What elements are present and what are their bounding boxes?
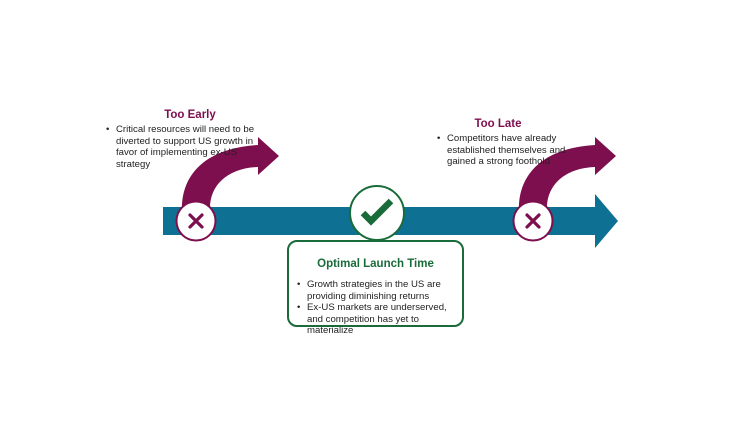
bullet-item: Ex-US markets are underserved, and compe… [296, 302, 462, 336]
x-mark-icon [525, 213, 541, 229]
bullet-item: Critical resources will need to be diver… [105, 124, 266, 170]
bullet-item: Growth strategies in the US are providin… [296, 279, 462, 302]
optimal-marker [349, 185, 405, 241]
optimal-bullets: Growth strategies in the US are providin… [296, 279, 462, 336]
too-late-bullets: Competitors have already established the… [436, 133, 566, 167]
too-early-title: Too Early [164, 109, 216, 121]
too-late-curved-arrow [519, 137, 616, 208]
optimal-launch-box: Optimal Launch Time Growth strategies in… [287, 240, 464, 336]
optimal-title: Optimal Launch Time [317, 258, 434, 270]
too-early-marker [175, 200, 217, 242]
too-late-title: Too Late [474, 118, 522, 130]
too-late-marker [512, 200, 554, 242]
too-early-callout: Too Early Critical resources will need t… [105, 109, 275, 170]
bullet-item: Competitors have already established the… [436, 133, 566, 167]
checkmark-icon [360, 198, 394, 226]
x-mark-icon [188, 213, 204, 229]
too-early-bullets: Critical resources will need to be diver… [105, 124, 275, 170]
too-late-callout: Too Late Competitors have already establ… [436, 118, 566, 168]
